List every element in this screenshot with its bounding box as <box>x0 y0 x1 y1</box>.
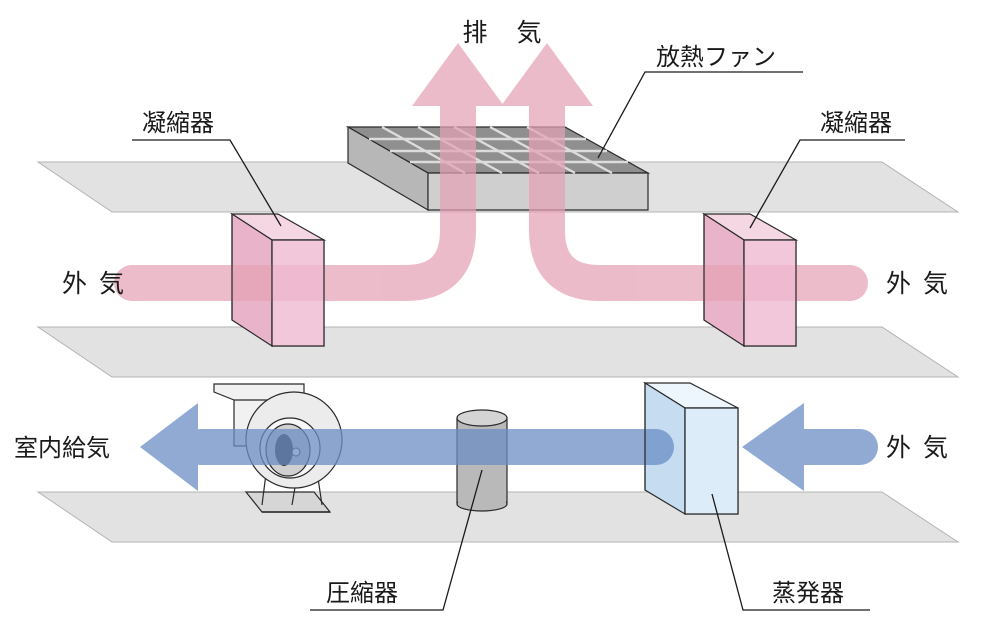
outside-air-intake-arrow-icon <box>742 403 804 491</box>
condenser-left-label: 凝縮器 <box>142 109 214 137</box>
leader-evaporator <box>711 493 870 611</box>
exhaust-arrow-left-icon <box>412 43 504 106</box>
outside-air-left-label: 外 気 <box>62 269 126 298</box>
evaporator-label: 蒸発器 <box>772 579 844 607</box>
platform-middle <box>36 326 960 378</box>
condenser-front-overlays <box>272 240 796 346</box>
cool-airflow <box>140 403 878 491</box>
indoor-supply-label: 室内給気 <box>14 434 110 462</box>
outside-air-right-bottom-label: 外 気 <box>886 433 950 462</box>
leader-condenser-right <box>749 139 905 229</box>
exhaust-arrow-right-icon <box>501 43 593 106</box>
heat-fan-label: 放熱ファン <box>656 43 776 71</box>
leader-compressor <box>310 469 483 611</box>
outside-air-right-top-label: 外 気 <box>886 269 950 298</box>
leader-condenser-left <box>132 139 282 227</box>
compressor-label: 圧縮器 <box>326 579 398 607</box>
condenser-right-label: 凝縮器 <box>820 109 892 137</box>
exhaust-label: 排 気 <box>462 18 543 47</box>
evaporator-front-overlay <box>685 408 738 514</box>
hot-airflow <box>114 43 868 301</box>
supply-arrow-icon <box>140 403 198 491</box>
leader-heat-fan <box>597 71 803 159</box>
hot-air-right-stream <box>529 67 868 301</box>
hot-air-left-stream <box>114 67 476 301</box>
